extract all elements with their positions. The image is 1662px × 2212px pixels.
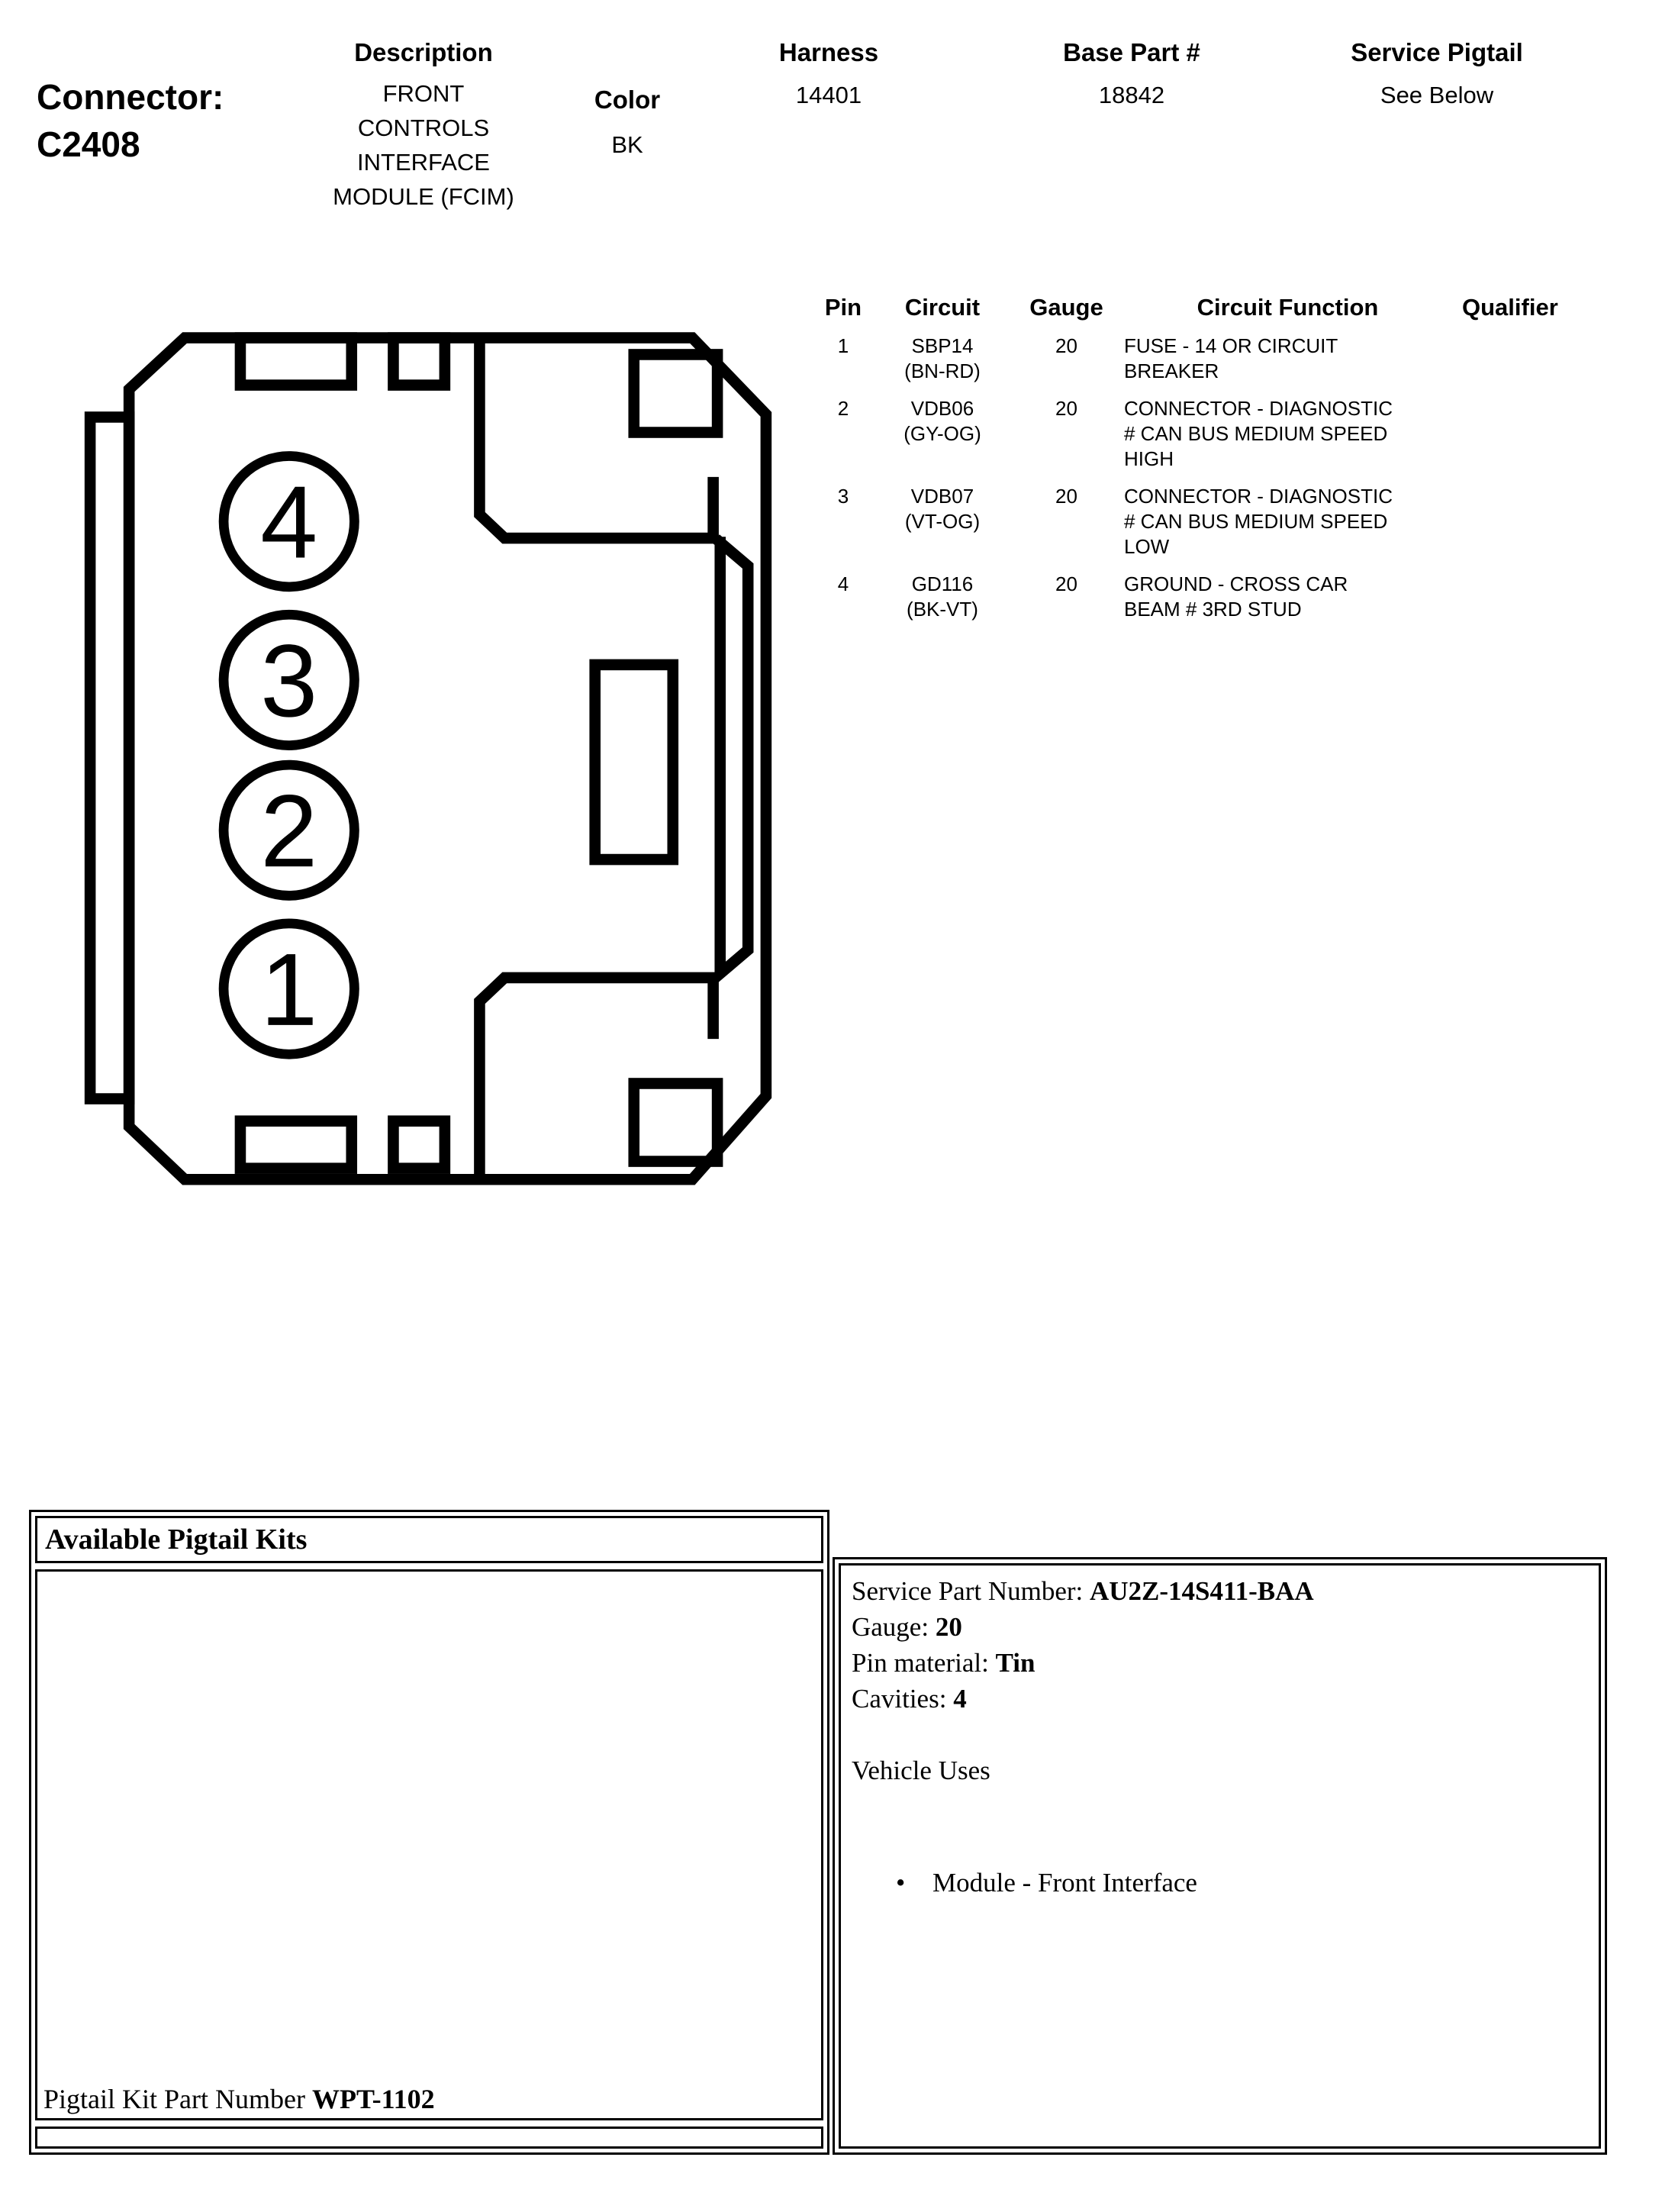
cavities-value: 4 xyxy=(953,1684,967,1714)
gauge-line: Gauge: 20 xyxy=(852,1609,1588,1645)
pin-number: 1 xyxy=(837,334,849,357)
pin-number: 3 xyxy=(837,485,849,508)
vehicle-use-item: • Module - Front Interface xyxy=(852,1865,1588,1901)
gauge-label: Gauge: xyxy=(852,1612,936,1642)
pin-gauge: 20 xyxy=(1055,334,1077,357)
pin-circuit: GD116 (BK-VT) xyxy=(907,572,978,621)
harness-value: 14401 xyxy=(795,82,862,108)
pin-qualifier xyxy=(1457,396,1656,472)
pin-table: Pin Circuit Gauge Circuit Function Quali… xyxy=(817,294,1656,622)
pin-gauge: 20 xyxy=(1055,572,1077,595)
cavity-number: 3 xyxy=(260,623,317,738)
vehicle-uses-title: Vehicle Uses xyxy=(852,1756,990,1785)
pin-gauge: 20 xyxy=(1055,485,1077,508)
connector-bottom-slot xyxy=(234,1115,358,1174)
color-header: Color xyxy=(594,85,661,114)
connector-upper-latch-window xyxy=(628,349,723,438)
connector-lower-latch xyxy=(474,972,719,1182)
pin-table-header-gauge: Gauge xyxy=(1029,294,1103,321)
service-part-details: Service Part Number: AU2Z-14S411-BAA Gau… xyxy=(839,1563,1601,2149)
service-pigtail-header: Service Pigtail xyxy=(1351,38,1523,66)
service-part-number-label: Service Part Number: xyxy=(852,1576,1090,1606)
pigtail-kits-body: Pigtail Kit Part Number WPT-1102 xyxy=(35,1569,823,2120)
connector-upper-latch xyxy=(474,334,719,544)
connector-bottom-slot xyxy=(388,1115,451,1174)
cavity-number: 4 xyxy=(260,465,317,580)
pin-qualifier xyxy=(1457,334,1656,384)
pin-gauge: 20 xyxy=(1055,397,1077,420)
service-pigtail-value: See Below xyxy=(1380,82,1494,108)
available-pigtail-kits-box: Available Pigtail Kits Pigtail Kit Part … xyxy=(29,1510,829,2155)
pin-table-header-pin: Pin xyxy=(824,294,862,321)
pin-function: CONNECTOR - DIAGNOSTIC # CAN BUS MEDIUM … xyxy=(1124,485,1393,558)
pigtail-kit-label: Pigtail Kit Part Number xyxy=(43,2084,312,2114)
connector-center-latch xyxy=(589,659,679,866)
pin-number: 4 xyxy=(837,572,849,595)
pin-circuit: SBP14 (BN-RD) xyxy=(904,334,981,382)
cavity-circle-2 xyxy=(218,759,359,901)
cavities-line: Cavities: 4 xyxy=(852,1681,1588,1717)
connector-diagram: 4 3 2 1 xyxy=(84,332,772,1185)
connector-right-rib xyxy=(712,534,754,986)
service-part-number-line: Service Part Number: AU2Z-14S411-BAA xyxy=(852,1573,1588,1609)
connector-title: Connector: C2408 xyxy=(37,73,224,168)
pin-function: CONNECTOR - DIAGNOSTIC # CAN BUS MEDIUM … xyxy=(1124,397,1393,470)
cavity-circle-4 xyxy=(218,451,359,592)
pigtail-section: Available Pigtail Kits Pigtail Kit Part … xyxy=(29,1510,1607,2155)
service-part-number-value: AU2Z-14S411-BAA xyxy=(1090,1576,1314,1606)
base-part-value: 18842 xyxy=(1098,82,1165,108)
pigtail-kits-footer-row xyxy=(35,2127,823,2149)
pin-material-value: Tin xyxy=(995,1648,1036,1678)
connector-lower-latch-window xyxy=(628,1078,723,1167)
pigtail-kit-part-number: Pigtail Kit Part Number WPT-1102 xyxy=(43,2083,435,2115)
gauge-value: 20 xyxy=(935,1612,962,1642)
available-pigtail-kits-title: Available Pigtail Kits xyxy=(35,1516,823,1563)
cavity-circle-1 xyxy=(218,918,359,1059)
pin-circuit: VDB07 (VT-OG) xyxy=(904,485,981,533)
connector-id: C2408 xyxy=(37,124,140,164)
color-value: BK xyxy=(611,131,643,158)
cavities-label: Cavities: xyxy=(852,1684,954,1714)
pigtail-kit-value: WPT-1102 xyxy=(311,2084,435,2114)
cavity-number: 1 xyxy=(260,932,317,1047)
pin-material-line: Pin material: Tin xyxy=(852,1645,1588,1681)
pin-table-header-function: Circuit Function xyxy=(1197,294,1379,321)
connector-top-slot xyxy=(388,332,451,391)
pin-circuit: VDB06 (GY-OG) xyxy=(903,397,981,445)
pin-table-header-circuit: Circuit xyxy=(904,294,981,321)
pin-qualifier xyxy=(1457,572,1656,622)
pin-function: FUSE - 14 OR CIRCUIT BREAKER xyxy=(1124,334,1338,382)
spacer xyxy=(852,1717,1588,1753)
pin-number: 2 xyxy=(837,397,849,420)
cavity-circle-3 xyxy=(218,609,359,750)
service-part-box: Service Part Number: AU2Z-14S411-BAA Gau… xyxy=(833,1557,1607,2155)
description-header: Description xyxy=(354,38,493,66)
connector-top-slot xyxy=(234,332,358,391)
connector-left-tab xyxy=(84,411,135,1104)
pin-function: GROUND - CROSS CAR BEAM # 3RD STUD xyxy=(1124,572,1348,621)
description-value: FRONT CONTROLS INTERFACE MODULE (FCIM) xyxy=(333,80,514,210)
vehicle-use-text: Module - Front Interface xyxy=(932,1868,1197,1898)
pin-table-header-qualifier: Qualifier xyxy=(1462,294,1558,321)
bullet-icon: • xyxy=(896,1868,906,1898)
harness-header: Harness xyxy=(778,38,879,66)
base-part-header: Base Part # xyxy=(1063,38,1200,66)
pin-qualifier xyxy=(1457,484,1656,559)
pin-material-label: Pin material: xyxy=(852,1648,996,1678)
connector-title-label: Connector: xyxy=(37,77,224,117)
cavity-number: 2 xyxy=(260,773,317,888)
